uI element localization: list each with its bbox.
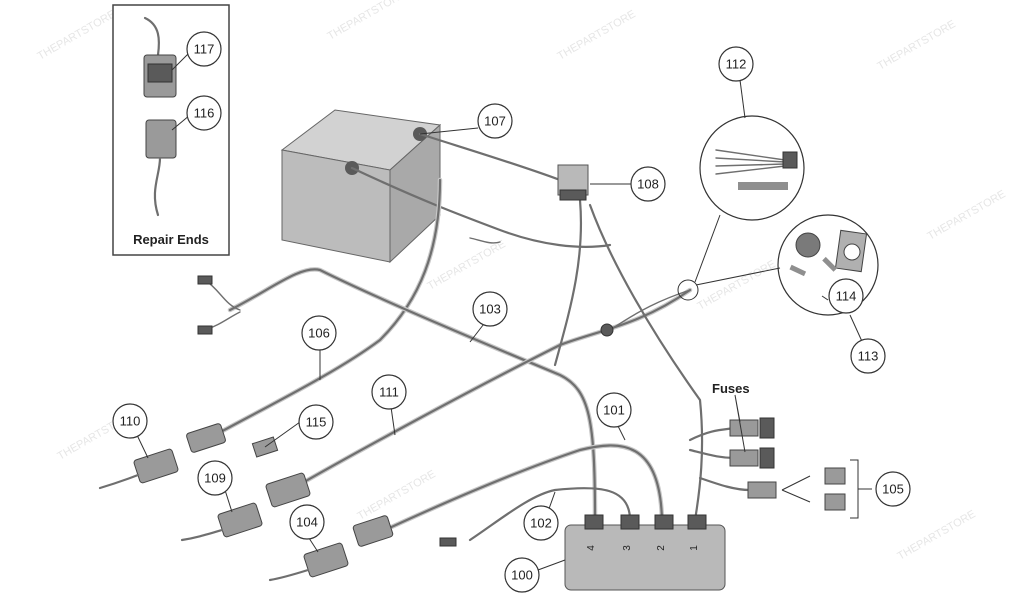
svg-text:115: 115 xyxy=(306,415,327,430)
svg-text:116: 116 xyxy=(194,106,215,121)
port-label-1: 1 xyxy=(689,545,700,551)
watermark: THEPARTSTORE xyxy=(896,508,978,562)
callout-113: 113 xyxy=(850,338,886,374)
connector-110 xyxy=(133,448,179,484)
svg-text:114: 114 xyxy=(836,289,857,304)
callout-117: 117 xyxy=(186,31,222,67)
connector-104 xyxy=(303,542,349,578)
solenoid-108 xyxy=(557,164,589,201)
callout-109: 109 xyxy=(197,460,233,496)
svg-text:101: 101 xyxy=(603,403,625,418)
svg-text:100: 100 xyxy=(511,568,533,583)
svg-text:104: 104 xyxy=(296,515,318,530)
watermark: THEPARTSTORE xyxy=(356,468,438,522)
svg-text:102: 102 xyxy=(530,516,552,531)
callout-105: 105 xyxy=(875,471,911,507)
svg-text:108: 108 xyxy=(637,177,659,192)
connector-105-a xyxy=(824,467,846,485)
repair-ends-label: Repair Ends xyxy=(133,232,209,247)
svg-text:106: 106 xyxy=(308,326,330,341)
callout-108: 108 xyxy=(630,166,666,202)
callout-111: 111 xyxy=(371,374,407,410)
svg-text:110: 110 xyxy=(120,414,141,429)
port-label-2: 2 xyxy=(656,545,667,551)
connector-106 xyxy=(186,423,226,453)
connector-105-b xyxy=(824,493,846,511)
callout-116: 116 xyxy=(186,95,222,131)
callout-103: 103 xyxy=(472,291,508,327)
connector-101-end xyxy=(352,515,394,547)
grommet xyxy=(600,323,614,337)
callout-110: 110 xyxy=(112,403,148,439)
svg-text:111: 111 xyxy=(379,385,399,400)
connector-105-main xyxy=(747,481,777,499)
watermark: THEPARTSTORE xyxy=(426,238,508,292)
repair-socket-116 xyxy=(145,119,177,159)
detail-112 xyxy=(699,115,805,221)
connectors xyxy=(98,275,846,582)
control-module-100: 4 3 2 1 xyxy=(564,514,726,591)
callout-100: 100 xyxy=(504,557,540,593)
watermark: THEPARTSTORE xyxy=(556,8,638,62)
connector-111 xyxy=(265,472,311,508)
callout-106: 106 xyxy=(301,315,337,351)
port-label-4: 4 xyxy=(586,545,597,551)
callout-102: 102 xyxy=(523,505,559,541)
callout-104: 104 xyxy=(289,504,325,540)
watermark: THEPARTSTORE xyxy=(36,8,118,62)
callout-115: 115 xyxy=(298,404,334,440)
connector-102-lead xyxy=(439,537,457,547)
callout-101: 101 xyxy=(596,392,632,428)
connector-109 xyxy=(217,502,263,538)
fuse-holder-top xyxy=(729,419,759,437)
svg-text:113: 113 xyxy=(858,349,879,364)
fuse-holder-bottom xyxy=(729,449,759,467)
svg-text:109: 109 xyxy=(204,471,226,486)
callout-114: 114 xyxy=(828,278,864,314)
harness-wires xyxy=(204,132,752,542)
watermark: THEPARTSTORE xyxy=(876,18,958,72)
battery xyxy=(280,109,442,264)
callout-107: 107 xyxy=(477,103,513,139)
svg-text:107: 107 xyxy=(484,114,506,129)
watermark: THEPARTSTORE xyxy=(696,258,778,312)
callout-112: 112 xyxy=(718,46,754,82)
detail-origin xyxy=(677,279,699,301)
port-label-3: 3 xyxy=(622,545,633,551)
fuses-label: Fuses xyxy=(712,381,750,396)
watermark: THEPARTSTORE xyxy=(926,188,1008,242)
svg-text:103: 103 xyxy=(479,302,501,317)
svg-text:105: 105 xyxy=(882,482,904,497)
svg-text:117: 117 xyxy=(194,42,215,57)
watermark: THEPARTSTORE xyxy=(326,0,408,43)
svg-text:112: 112 xyxy=(726,57,747,72)
